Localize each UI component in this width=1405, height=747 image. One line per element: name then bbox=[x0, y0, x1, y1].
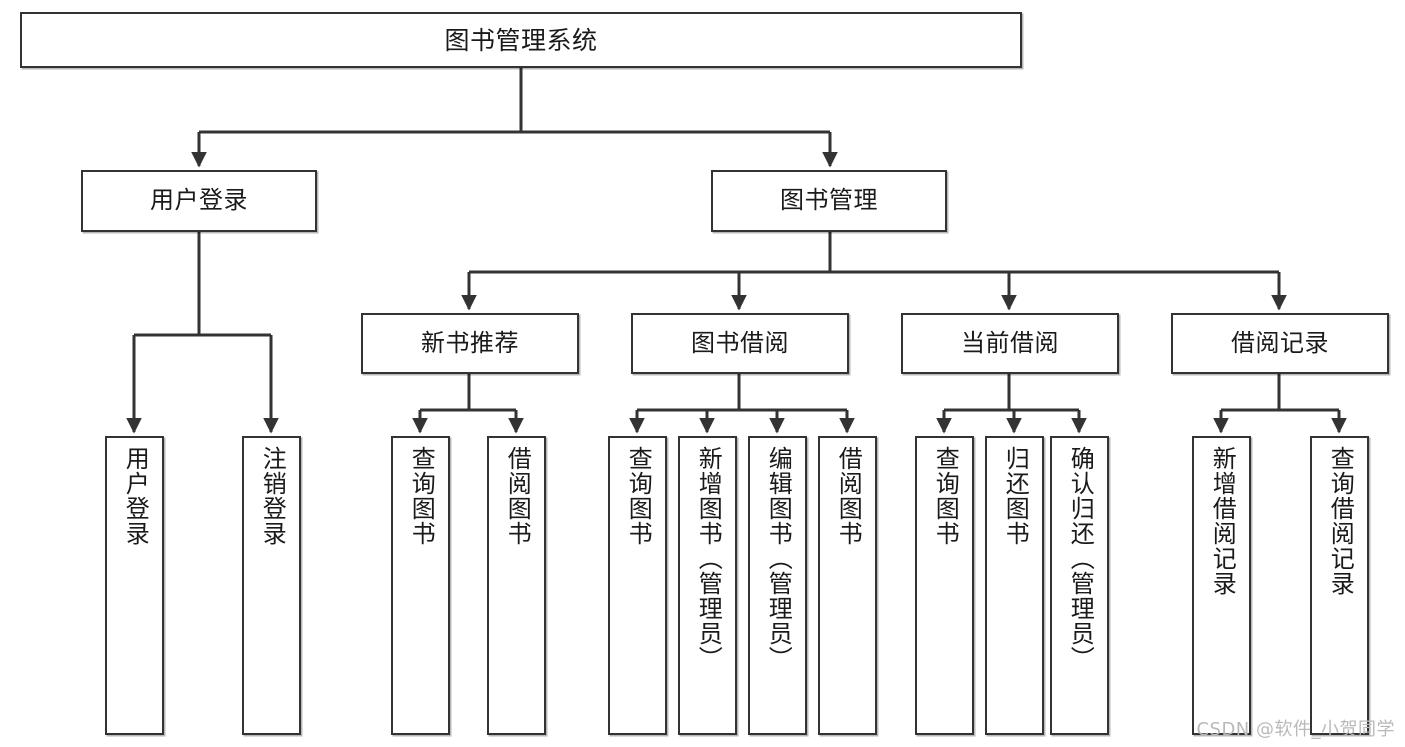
node-user-login[interactable]: 用户登录 bbox=[81, 170, 317, 232]
node-leaf-confirm-return[interactable]: 确认归还（管理员） bbox=[1050, 436, 1109, 735]
node-leaf-user-login[interactable]: 用户登录 bbox=[105, 436, 164, 735]
node-borrow-record-label: 借阅记录 bbox=[1231, 328, 1329, 357]
node-leaf-query-book-borrow[interactable]: 查询图书 bbox=[608, 436, 667, 735]
node-book-manage[interactable]: 图书管理 bbox=[711, 170, 947, 232]
node-root-system-label: 图书管理系统 bbox=[444, 25, 598, 55]
csdn-watermark: CSDN @软件_小贺同学 bbox=[1196, 719, 1395, 740]
node-new-book-recommend-label: 新书推荐 bbox=[421, 328, 519, 357]
node-leaf-edit-book-label: 编辑图书（管理员） bbox=[764, 446, 793, 671]
node-new-book-recommend[interactable]: 新书推荐 bbox=[361, 313, 579, 374]
node-leaf-user-logout-label: 注销登录 bbox=[258, 446, 287, 546]
node-leaf-add-book-label: 新增图书（管理员） bbox=[694, 446, 723, 671]
node-leaf-query-book-rec-label: 查询图书 bbox=[407, 446, 436, 546]
node-leaf-query-book-current-label: 查询图书 bbox=[931, 446, 960, 546]
node-leaf-edit-book[interactable]: 编辑图书（管理员） bbox=[748, 436, 807, 735]
node-root-system[interactable]: 图书管理系统 bbox=[20, 12, 1022, 68]
node-leaf-add-borrow-record-label: 新增借阅记录 bbox=[1208, 446, 1237, 596]
node-leaf-confirm-return-label: 确认归还（管理员） bbox=[1066, 446, 1095, 671]
node-leaf-add-book[interactable]: 新增图书（管理员） bbox=[678, 436, 737, 735]
node-leaf-query-borrow-record-label: 查询借阅记录 bbox=[1326, 446, 1355, 596]
node-book-borrow[interactable]: 图书借阅 bbox=[631, 313, 849, 374]
node-leaf-query-book-current[interactable]: 查询图书 bbox=[915, 436, 974, 735]
node-borrow-record[interactable]: 借阅记录 bbox=[1171, 313, 1389, 374]
node-leaf-query-borrow-record[interactable]: 查询借阅记录 bbox=[1310, 436, 1369, 735]
node-leaf-borrow-book-rec[interactable]: 借阅图书 bbox=[487, 436, 546, 735]
node-book-borrow-label: 图书借阅 bbox=[691, 328, 789, 357]
node-leaf-return-book[interactable]: 归还图书 bbox=[985, 436, 1044, 735]
node-current-borrow[interactable]: 当前借阅 bbox=[901, 313, 1119, 374]
node-book-manage-label: 图书管理 bbox=[780, 186, 878, 215]
node-leaf-user-login-label: 用户登录 bbox=[121, 446, 150, 546]
node-leaf-user-logout[interactable]: 注销登录 bbox=[242, 436, 301, 735]
node-leaf-query-book-rec[interactable]: 查询图书 bbox=[391, 436, 450, 735]
node-leaf-borrow-book-label: 借阅图书 bbox=[834, 446, 863, 546]
node-user-login-label: 用户登录 bbox=[150, 186, 248, 215]
node-leaf-borrow-book[interactable]: 借阅图书 bbox=[818, 436, 877, 735]
node-leaf-add-borrow-record[interactable]: 新增借阅记录 bbox=[1192, 436, 1251, 735]
node-leaf-borrow-book-rec-label: 借阅图书 bbox=[503, 446, 532, 546]
node-leaf-query-book-borrow-label: 查询图书 bbox=[624, 446, 653, 546]
node-leaf-return-book-label: 归还图书 bbox=[1001, 446, 1030, 546]
node-current-borrow-label: 当前借阅 bbox=[961, 328, 1059, 357]
